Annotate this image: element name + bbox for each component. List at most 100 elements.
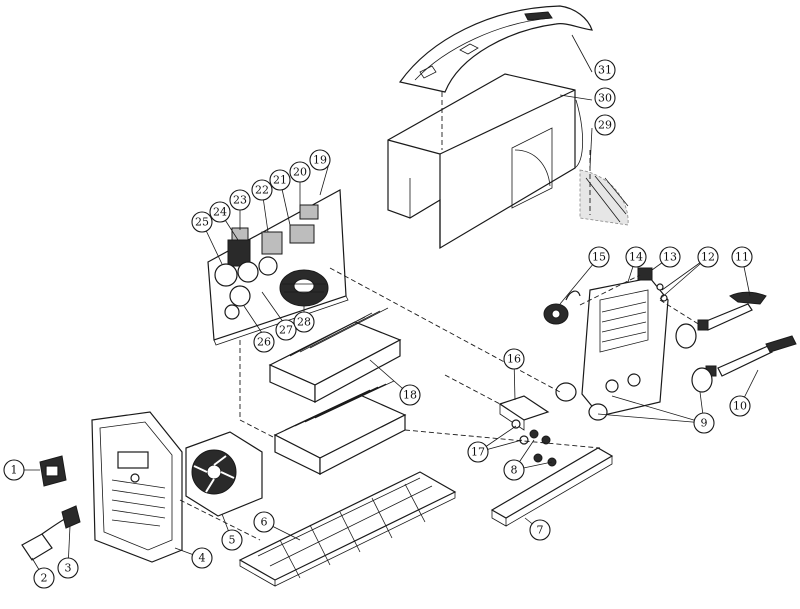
callout-circle [594, 114, 616, 136]
quick-connector [637, 267, 653, 281]
bottom-rail [490, 447, 614, 527]
bolts [529, 429, 557, 467]
callout-number: 15 [592, 251, 606, 264]
callout-8: 8 [503, 459, 525, 481]
callout-number: 1 [11, 464, 18, 477]
callout-circle [229, 189, 251, 211]
callout-12: 12 [697, 246, 719, 268]
callout-4: 4 [191, 547, 213, 569]
callout-circle [697, 246, 719, 268]
cooling-fan [185, 431, 263, 517]
callout-number: 3 [65, 562, 72, 575]
callout-31: 31 [594, 59, 616, 81]
heat-sink-lower [273, 380, 407, 475]
callout-number: 28 [297, 316, 311, 329]
heat-sink-upper [268, 307, 402, 404]
callout-circle [3, 459, 25, 481]
callout-18: 18 [399, 384, 421, 406]
callout-17: 17 [467, 441, 489, 463]
callout-number: 5 [229, 534, 236, 547]
callout-number: 20 [293, 166, 307, 179]
rear-panel [581, 277, 669, 417]
callout-number: 4 [199, 552, 206, 565]
callout-circle [191, 547, 213, 569]
side-panel [579, 169, 629, 226]
callout-circle [209, 201, 231, 223]
mounting-bracket [498, 395, 550, 431]
callout-7: 7 [529, 519, 551, 541]
callout-number: 26 [257, 336, 271, 349]
callout-circle [275, 319, 297, 341]
callout-circle [467, 441, 489, 463]
callout-number: 29 [598, 119, 612, 132]
callout-number: 2 [41, 572, 48, 585]
callout-circle [253, 331, 275, 353]
callout-21: 21 [269, 169, 291, 191]
callout-circle [693, 412, 715, 434]
callout-circle [731, 246, 753, 268]
callout-number: 7 [537, 524, 544, 537]
callout-circle [293, 311, 315, 333]
callout-number: 12 [701, 251, 715, 264]
callout-circle [588, 246, 610, 268]
callout-6: 6 [253, 511, 275, 533]
callout-circle [269, 169, 291, 191]
callout-10: 10 [729, 395, 751, 417]
cable-gland [61, 505, 81, 529]
callout-28: 28 [293, 311, 315, 333]
callout-14: 14 [625, 246, 647, 268]
callout-26: 26 [253, 331, 275, 353]
callout-number: 30 [598, 92, 612, 105]
callout-number: 24 [213, 206, 227, 219]
callout-1: 1 [3, 459, 25, 481]
callout-circle [529, 519, 551, 541]
electrode-holder [705, 335, 797, 377]
callout-number: 25 [195, 216, 209, 229]
callout-circle [399, 384, 421, 406]
callout-circle [309, 149, 331, 171]
ground-clamp [697, 291, 767, 331]
nuts [511, 419, 529, 445]
callout-circle [253, 511, 275, 533]
callout-number: 17 [471, 446, 485, 459]
callout-16: 16 [503, 348, 525, 370]
callout-number: 9 [701, 417, 708, 430]
callout-number: 11 [735, 251, 749, 264]
callout-19: 19 [309, 149, 331, 171]
callout-circle [33, 567, 55, 589]
callout-circle [251, 179, 273, 201]
callout-number: 13 [663, 251, 677, 264]
callout-circle [57, 557, 79, 579]
gas-valve [543, 290, 581, 325]
callout-circle [191, 211, 213, 233]
callout-number: 16 [507, 353, 521, 366]
callout-labels: 1234567891011121314151617181920212223242… [3, 59, 753, 589]
callout-number: 22 [255, 184, 269, 197]
callout-11: 11 [731, 246, 753, 268]
callout-25: 25 [191, 211, 213, 233]
callout-circle [503, 459, 525, 481]
callout-30: 30 [594, 87, 616, 109]
callout-number: 14 [629, 251, 643, 264]
callout-24: 24 [209, 201, 231, 223]
callout-number: 6 [261, 516, 268, 529]
callout-13: 13 [659, 246, 681, 268]
callout-27: 27 [275, 319, 297, 341]
callout-15: 15 [588, 246, 610, 268]
callout-number: 8 [511, 464, 518, 477]
base-tray [238, 471, 457, 587]
callout-number: 18 [403, 389, 417, 402]
callout-3: 3 [57, 557, 79, 579]
callout-circle [289, 161, 311, 183]
callout-number: 19 [313, 154, 327, 167]
upper-cover [387, 73, 583, 250]
front-panel [91, 411, 183, 563]
callout-circle [594, 87, 616, 109]
callout-2: 2 [33, 567, 55, 589]
callout-9: 9 [693, 412, 715, 434]
output-connectors [555, 323, 713, 421]
callout-circle [221, 529, 243, 551]
callout-number: 27 [279, 324, 293, 337]
callout-29: 29 [594, 114, 616, 136]
